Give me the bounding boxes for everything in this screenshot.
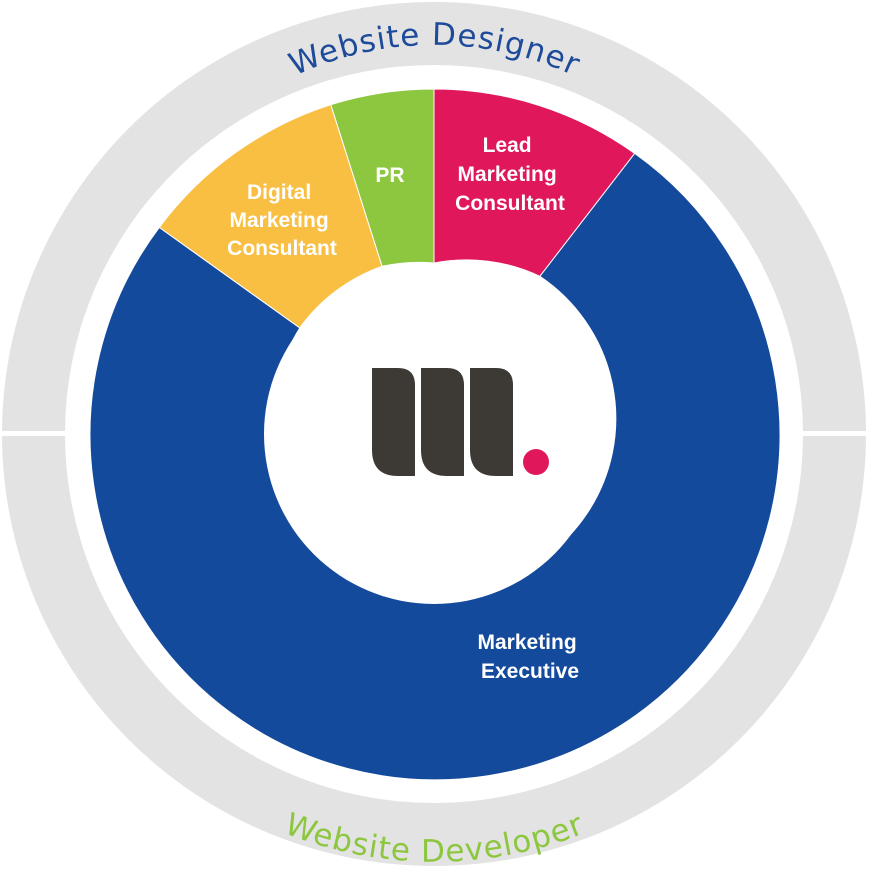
- segment-lead-marketing-consultant: [433, 88, 636, 277]
- m-logo: [372, 368, 549, 476]
- label-digital-marketing-consultant: Digital Marketing Consultant: [227, 181, 337, 260]
- logo-right-stroke: [470, 368, 513, 476]
- logo-dot: [523, 449, 549, 475]
- logo-left-stroke: [372, 368, 415, 476]
- label-pr: PR: [375, 164, 404, 187]
- logo-middle-stroke: [421, 368, 464, 476]
- label-lead-marketing-consultant: Lead Marketing Consultant: [455, 134, 565, 215]
- label-marketing-executive: Marketing Executive: [477, 631, 582, 683]
